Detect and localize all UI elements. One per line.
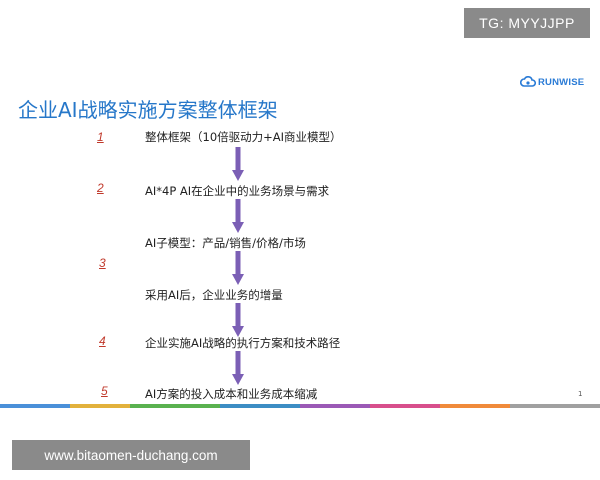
down-arrow-icon (232, 199, 244, 233)
step-item-3: 采用AI后，企业业务的增量 (145, 288, 283, 302)
step-item-1: 整体框架（10倍驱动力+AI商业模型） (145, 130, 342, 144)
down-arrow-icon (232, 351, 244, 385)
down-arrow-icon (232, 251, 244, 285)
step-number-2: 2 (97, 181, 104, 195)
color-stripe (0, 404, 600, 408)
step-number-5: 5 (101, 384, 108, 398)
step-number-4: 4 (99, 334, 106, 348)
step-number-1: 1 (97, 130, 104, 144)
logo-text: RUNWISE (538, 76, 585, 88)
down-arrow-icon (232, 303, 244, 337)
slide-title: 企业AI战略实施方案整体框架 (18, 98, 278, 122)
runwise-logo: RUNWISE (520, 76, 584, 88)
down-arrow-icon (232, 147, 244, 181)
cloud-logo-icon (520, 76, 536, 87)
step-item-4: 企业实施AI战略的执行方案和技术路径 (145, 336, 341, 350)
step-item-2: AI*4P AI在企业中的业务场景与需求 (145, 184, 330, 198)
step-item-5: AI方案的投入成本和业务成本缩减 (145, 387, 318, 401)
site-watermark: www.bitaomen-duchang.com (12, 440, 250, 470)
page-number: 1 (578, 390, 583, 398)
tg-watermark: TG: MYYJJPP (464, 8, 590, 38)
slide: RUNWISE 企业AI战略实施方案整体框架 1 整体框架（10倍驱动力+AI商… (0, 76, 600, 408)
step-item-2b: AI子模型：产品/销售/价格/市场 (145, 236, 306, 250)
step-number-3: 3 (99, 256, 106, 270)
